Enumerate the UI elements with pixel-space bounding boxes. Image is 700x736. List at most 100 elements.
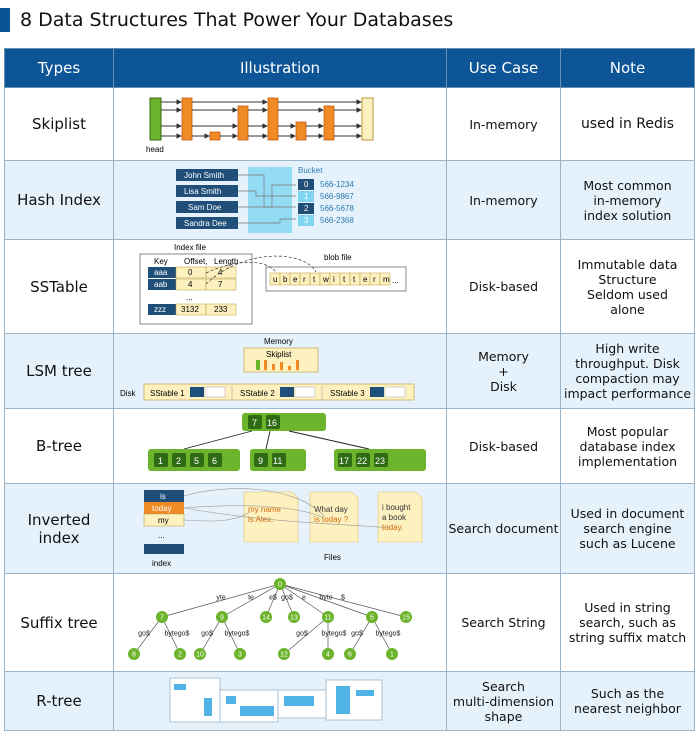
index-term: today bbox=[152, 504, 172, 513]
blob-cell bbox=[379, 272, 391, 286]
doc-text: is Alex. bbox=[248, 515, 273, 524]
sstable-key: aab bbox=[154, 280, 168, 289]
b-tree-illustration: 7 16 1 2 5 bbox=[113, 408, 447, 484]
blob-char: r bbox=[303, 275, 306, 284]
skiplist-node bbox=[267, 97, 279, 141]
data-structures-table: Types Illustration Use Case Note Skiplis… bbox=[4, 48, 695, 731]
skiplist-illustration: head bbox=[113, 87, 447, 161]
lsm-tree-illustration: Memory Skiplist Disk SStable 1 SStable 2… bbox=[113, 333, 447, 409]
r-tree-illustration bbox=[113, 671, 447, 731]
bucket-index-box bbox=[298, 179, 314, 190]
sstable-key: zzz bbox=[154, 305, 166, 314]
header-note: Note bbox=[560, 48, 695, 88]
use-case-cell: Disk-based bbox=[446, 408, 561, 484]
suffix-edge-label: yte bbox=[216, 595, 225, 602]
btree-key: 6 bbox=[212, 456, 217, 466]
use-case-cell: In-memory bbox=[446, 160, 561, 240]
blob-char: r bbox=[373, 275, 376, 284]
btree-key: 23 bbox=[375, 456, 385, 466]
suffix-node bbox=[386, 648, 398, 660]
blob-char: i bbox=[333, 275, 335, 284]
suffix-edge-label: bytego$ bbox=[165, 631, 190, 638]
index-term: is bbox=[160, 492, 166, 501]
suffix-node-label: 11 bbox=[324, 615, 331, 622]
suffix-node-label: 8 bbox=[132, 652, 136, 659]
blob-char: t bbox=[353, 275, 356, 284]
suffix-edge bbox=[221, 616, 241, 655]
btree-key: 22 bbox=[357, 456, 367, 466]
hash-index-illustration: John Smith Lisa Smith Sam Doe Sandra Dee bbox=[113, 160, 447, 240]
suffix-edge bbox=[349, 616, 373, 655]
doc-text: today. bbox=[382, 523, 403, 532]
suffix-edge-label: bytego$ bbox=[225, 631, 250, 638]
note-cell: Most common in-memory index solution bbox=[560, 160, 695, 240]
skiplist-head-node bbox=[149, 97, 162, 141]
doc-text: a book bbox=[382, 513, 407, 522]
type-cell: LSM tree bbox=[4, 333, 114, 409]
use-case-cell: In-memory bbox=[446, 87, 561, 161]
use-case-cell: Search document bbox=[446, 483, 561, 574]
sstable-name: SStable 2 bbox=[240, 389, 275, 398]
row-r-tree: R-tree bbox=[4, 671, 695, 731]
sstable-name: SStable 3 bbox=[330, 389, 365, 398]
suffix-node bbox=[322, 648, 334, 660]
type-cell: Skiplist bbox=[4, 87, 114, 161]
key-header: Key bbox=[154, 257, 168, 266]
type-cell: Inverted index bbox=[4, 483, 114, 574]
suffix-node bbox=[216, 611, 228, 623]
bucket-index-box bbox=[298, 203, 314, 214]
note-cell: Immutable data Structure Seldom used alo… bbox=[560, 239, 695, 334]
suffix-edge-label: go$ bbox=[281, 595, 293, 602]
suffix-edge bbox=[279, 583, 407, 618]
row-inverted-index: Inverted index is today my ... index my … bbox=[4, 483, 695, 574]
inverted-index-illustration: is today my ... index my name is Alex. W… bbox=[113, 483, 447, 574]
suffix-edge-label: byte bbox=[319, 595, 332, 602]
suffix-edge-label: bytego$ bbox=[376, 631, 401, 638]
use-case-cell: Search String bbox=[446, 573, 561, 672]
hash-key-box bbox=[176, 169, 238, 181]
hash-key-box bbox=[176, 185, 238, 197]
btree-key: 9 bbox=[258, 456, 263, 466]
suffix-node-label: 13 bbox=[290, 615, 298, 622]
type-cell: R-tree bbox=[4, 671, 114, 731]
note-cell: Used in document search engine such as L… bbox=[560, 483, 695, 574]
hash-key-box bbox=[176, 201, 238, 213]
bucket-label: Bucket bbox=[298, 166, 323, 175]
blob-char: u bbox=[273, 275, 277, 284]
blob-ellipsis: ... bbox=[392, 276, 399, 285]
use-case-cell: Memory + Disk bbox=[446, 333, 561, 409]
suffix-edge-label: go$ bbox=[296, 631, 308, 638]
btree-key: 5 bbox=[194, 456, 199, 466]
sstable-length: 7 bbox=[218, 280, 223, 289]
hash-key: Lisa Smith bbox=[184, 187, 221, 196]
note-cell: used in Redis bbox=[560, 87, 695, 161]
suffix-node bbox=[366, 611, 378, 623]
disk-label: Disk bbox=[120, 389, 137, 398]
suffix-node bbox=[322, 611, 334, 623]
suffix-edge bbox=[161, 616, 181, 655]
row-hash-index: Hash Index John Smith Lisa Smith Sam Doe… bbox=[4, 160, 695, 240]
doc-text: is today ? bbox=[314, 515, 349, 524]
suffix-edge bbox=[371, 616, 393, 655]
skiplist-tail-node bbox=[361, 97, 374, 141]
memory-label: Memory bbox=[264, 337, 293, 346]
header-use-case: Use Case bbox=[446, 48, 561, 88]
btree-key: 1 bbox=[158, 456, 163, 466]
skiplist-node bbox=[237, 105, 249, 141]
doc-text: i bought bbox=[382, 503, 411, 512]
sstable-key: aaa bbox=[154, 268, 168, 277]
suffix-node bbox=[288, 611, 300, 623]
suffix-node-label: 14 bbox=[262, 615, 270, 622]
bucket-value: 566-2368 bbox=[320, 216, 354, 225]
blob-char: t bbox=[343, 275, 346, 284]
suffix-edge bbox=[199, 616, 223, 655]
suffix-edge-label: te bbox=[248, 595, 254, 602]
row-b-tree: B-tree 7 16 bbox=[4, 408, 695, 484]
btree-root-node bbox=[242, 413, 326, 431]
suffix-node bbox=[174, 648, 186, 660]
type-cell: Hash Index bbox=[4, 160, 114, 240]
bucket-value: 566-1234 bbox=[320, 180, 354, 189]
suffix-node bbox=[156, 611, 168, 623]
suffix-node-label: 9 bbox=[220, 615, 224, 622]
sstable-illustration: Index file Key Offset, Length aaa 0 4 aa… bbox=[113, 239, 447, 334]
